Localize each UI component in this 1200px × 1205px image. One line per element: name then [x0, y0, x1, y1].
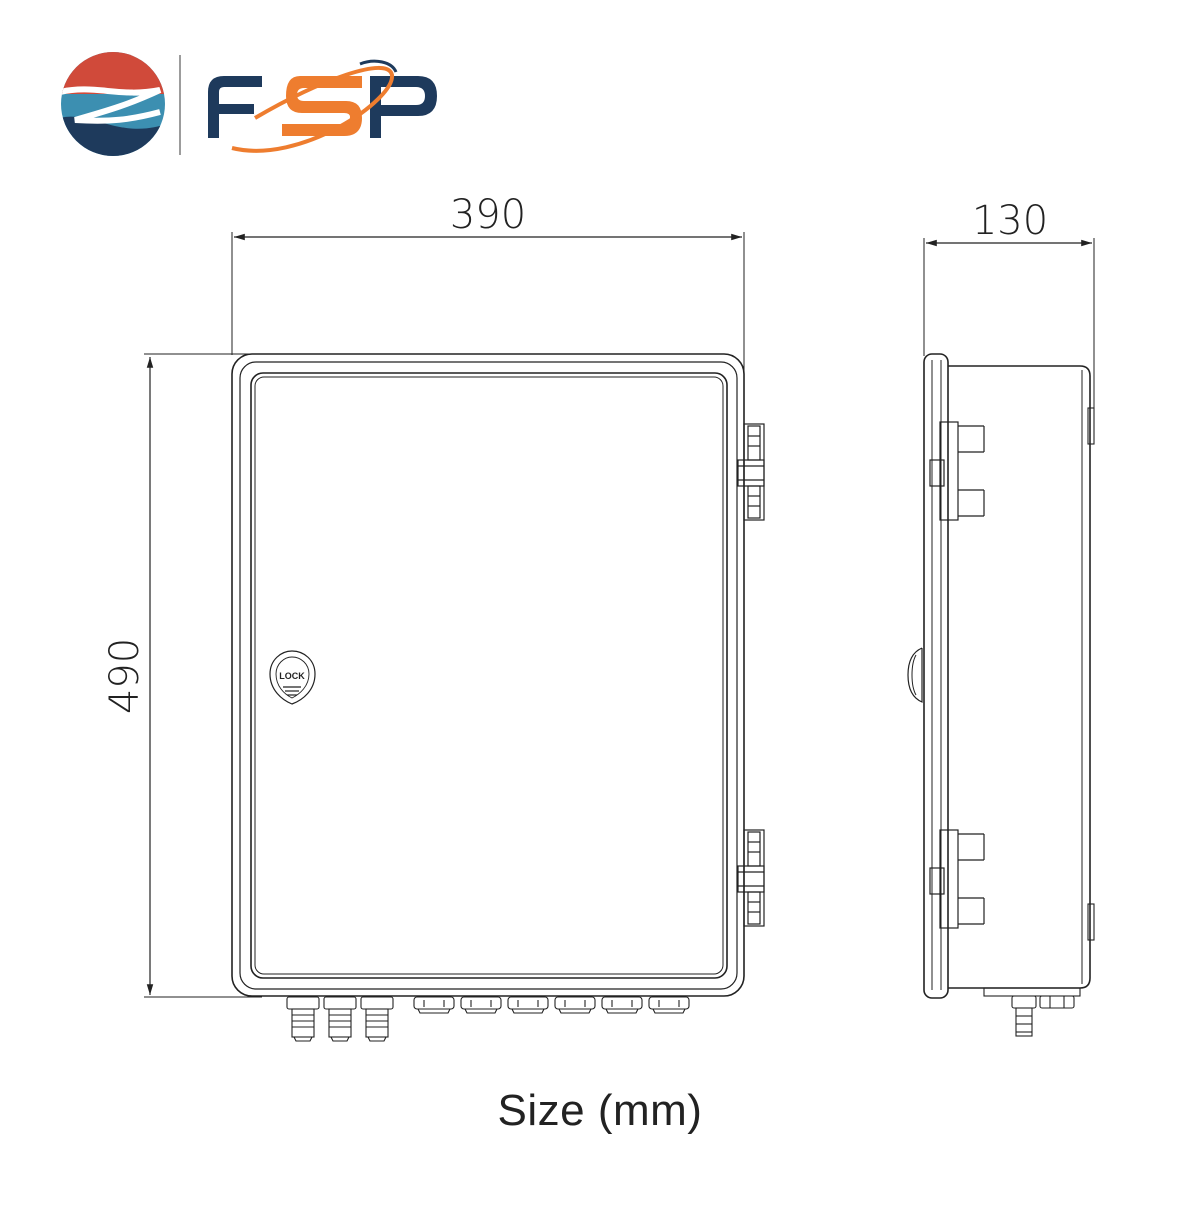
side-cable-glands	[983, 987, 1081, 1037]
lock-label: LOCK	[279, 671, 305, 681]
side-hinge-top	[929, 421, 985, 521]
brand-logo-icon	[61, 52, 165, 156]
cable-glands-caps	[413, 996, 690, 1014]
depth-label: 130	[972, 198, 1048, 244]
side-view	[907, 238, 1095, 1037]
hinge-bottom	[737, 829, 765, 927]
height-label: 490	[102, 638, 148, 714]
size-caption: Size (mm)	[497, 1086, 703, 1135]
brand-logo	[61, 52, 437, 156]
front-view	[144, 232, 765, 1042]
side-hinge-bottom	[929, 829, 985, 929]
enclosure-body	[231, 353, 745, 997]
side-body-profile	[948, 365, 1091, 989]
enclosure-door	[250, 372, 728, 979]
side-door-profile	[923, 353, 949, 999]
lock-icon	[269, 650, 316, 705]
width-label: 390	[450, 192, 526, 238]
side-latch	[907, 647, 923, 703]
hinge-top	[737, 423, 765, 521]
cable-glands-ribbed	[286, 996, 394, 1042]
